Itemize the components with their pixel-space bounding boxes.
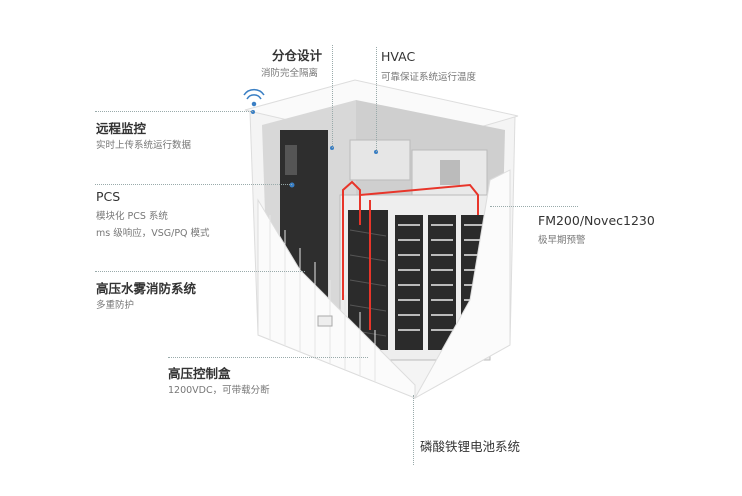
leader-hvac [376, 47, 377, 152]
hvac-desc: 可靠保证系统运行温度 [381, 72, 477, 83]
compartment-title: 分仓设计 [272, 48, 323, 63]
monitoring-desc: 实时上传系统运行数据 [96, 140, 192, 151]
water-mist-title: 高压水雾消防系统 [96, 281, 197, 296]
monitoring-title: 远程监控 [96, 121, 147, 136]
pcs-desc-2: ms 级响应，VSG/PQ 模式 [96, 228, 210, 239]
battery-racks [339, 194, 491, 361]
leader-pcs [95, 184, 292, 185]
fm200-desc: 极早期预警 [538, 235, 586, 246]
hv-box-title: 高压控制盒 [168, 366, 231, 381]
pcs-desc-1: 模块化 PCS 系统 [96, 211, 168, 222]
hvac-title: HVAC [381, 49, 416, 64]
hv-box-desc: 1200VDC，可带载分断 [168, 385, 270, 396]
fire-pipes [342, 180, 479, 330]
fm200-title: FM200/Novec1230 [538, 213, 655, 228]
leader-fm200 [490, 206, 578, 207]
front-cutaway [257, 198, 416, 399]
leader-monitoring [95, 111, 253, 112]
pcs-title: PCS [96, 189, 121, 204]
wifi-icon [243, 88, 265, 107]
compartment-desc: 消防完全隔离 [261, 68, 319, 79]
leader-hv-box [168, 357, 368, 358]
leader-battery [413, 395, 414, 465]
water-mist-desc: 多重防护 [96, 300, 135, 311]
leader-water-mist [95, 271, 305, 272]
hvac-unit [349, 139, 411, 181]
leader-compartment [332, 45, 333, 148]
hv-control-box [317, 315, 333, 327]
pcs-marker [289, 182, 295, 188]
battery-title: 磷酸铁锂电池系统 [420, 439, 521, 454]
